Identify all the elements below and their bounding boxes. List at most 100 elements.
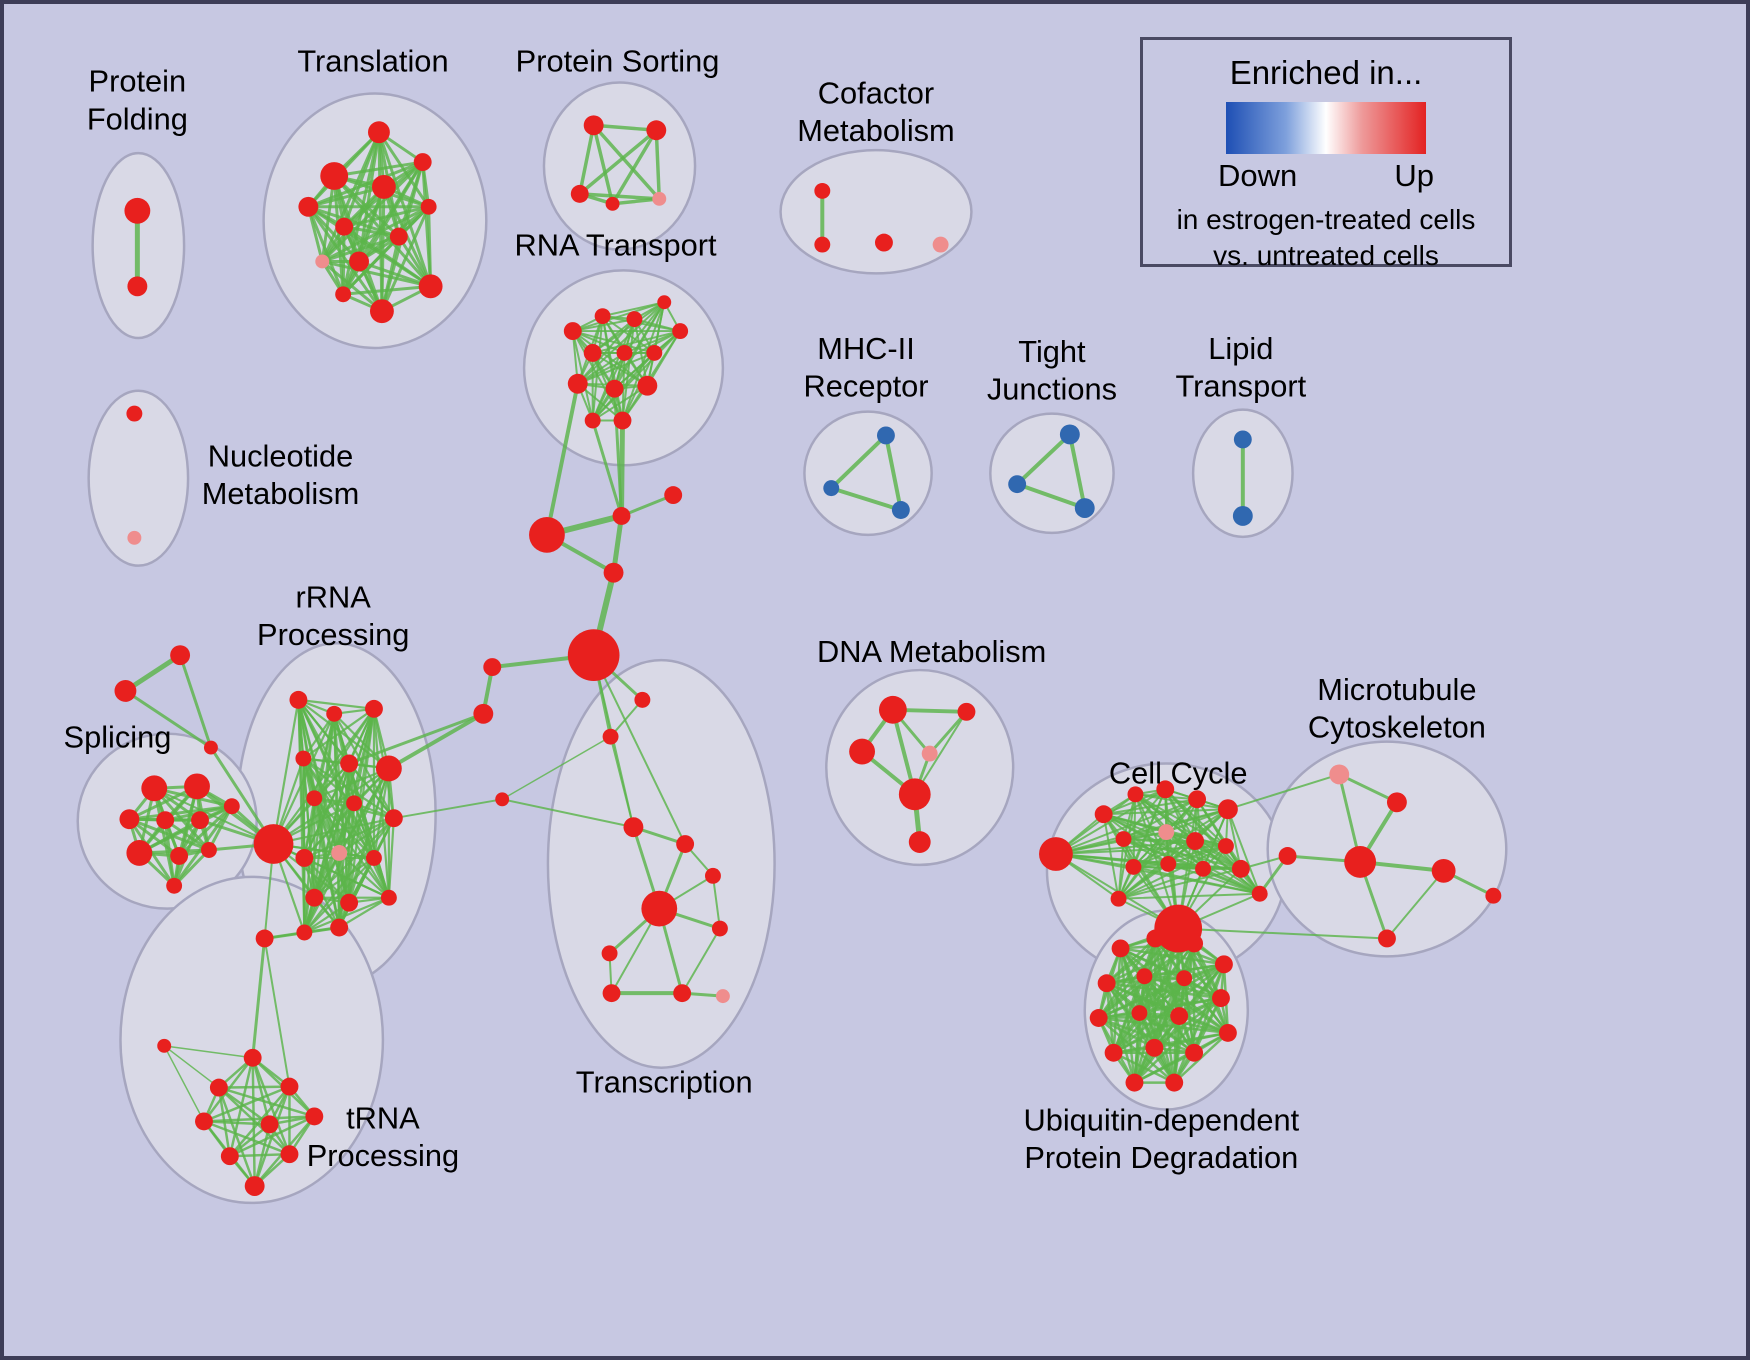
network-node — [170, 645, 191, 666]
network-node — [1094, 805, 1113, 824]
network-node — [583, 343, 602, 362]
network-edge — [610, 128, 659, 206]
network-edge — [591, 330, 682, 354]
network-node — [340, 893, 359, 912]
network-node — [814, 182, 831, 199]
network-edge — [202, 1085, 291, 1123]
network-edge — [217, 1085, 291, 1089]
network-edge — [1122, 838, 1227, 848]
network-edge — [544, 381, 580, 537]
network-node — [418, 274, 443, 299]
network-edge — [263, 937, 291, 1088]
network-node — [1186, 832, 1205, 850]
network-node — [664, 486, 683, 505]
network-node — [298, 196, 319, 217]
network-edge — [591, 419, 623, 518]
network-edge — [591, 315, 604, 422]
network-node — [166, 877, 183, 894]
network-edge — [251, 936, 267, 1060]
cluster-label-dna-metabolism: DNA Metabolism — [817, 634, 1046, 669]
network-edge — [621, 301, 666, 422]
network-edge — [623, 330, 682, 354]
network-node — [584, 412, 601, 429]
network-node — [420, 198, 437, 215]
network-edge — [1122, 788, 1167, 841]
network-node — [616, 344, 633, 361]
network-edge — [1122, 838, 1242, 870]
network-node — [305, 888, 324, 907]
network-edge — [272, 698, 300, 846]
network-node — [320, 162, 349, 190]
network-edge — [313, 856, 376, 899]
network-edge — [592, 654, 687, 846]
network-edge — [1226, 808, 1242, 870]
network-edge — [320, 205, 431, 263]
network-node — [602, 984, 621, 1003]
legend-gradient-bar — [1226, 102, 1426, 154]
network-node — [141, 775, 168, 802]
network-edge — [501, 735, 612, 801]
network-node — [413, 153, 432, 172]
network-node — [209, 1078, 228, 1097]
network-edge — [178, 653, 213, 750]
network-edge — [320, 235, 401, 263]
network-node — [705, 867, 721, 884]
legend-subtitle-line1: in estrogen-treated cells — [1176, 204, 1476, 235]
network-node — [124, 197, 151, 224]
network-edge — [313, 707, 376, 800]
network-node — [676, 835, 695, 853]
network-edge — [1153, 1031, 1230, 1050]
network-node — [623, 817, 644, 838]
network-edge — [883, 433, 903, 512]
network-edge — [127, 817, 181, 858]
cluster-label-splicing: Splicing — [64, 720, 172, 755]
network-node — [1217, 838, 1234, 854]
network-edge — [380, 185, 386, 313]
network-node — [583, 115, 604, 136]
network-edge — [127, 817, 211, 852]
network-edge — [303, 856, 390, 899]
network-node — [389, 227, 408, 246]
network-node — [349, 251, 369, 272]
network-node — [1089, 1009, 1108, 1027]
network-edge — [123, 689, 213, 750]
network-node — [715, 989, 730, 1004]
network-edge — [610, 197, 662, 206]
network-edge — [320, 259, 433, 288]
network-node — [280, 1145, 299, 1164]
network-edge — [341, 160, 425, 296]
network-node — [563, 322, 582, 341]
network-node — [170, 847, 189, 865]
network-node — [601, 945, 618, 962]
cluster-label-cell-cycle: Cell Cycle — [1109, 755, 1248, 790]
network-edge — [228, 1152, 291, 1158]
network-edge — [392, 798, 504, 820]
network-node — [878, 695, 907, 724]
network-node — [306, 790, 323, 807]
network-node — [921, 745, 938, 762]
cluster-mhc-ii-receptor — [803, 410, 933, 537]
network-node — [1251, 885, 1268, 902]
network-edge — [302, 707, 376, 760]
network-node — [876, 426, 895, 445]
network-node — [567, 373, 588, 394]
network-edge — [1177, 927, 1388, 940]
legend-up-label: Up — [1394, 158, 1434, 193]
network-edge — [591, 123, 662, 201]
network-edge — [1192, 942, 1230, 1035]
network-node — [1074, 498, 1095, 518]
network-node — [315, 254, 330, 269]
network-node — [908, 831, 931, 853]
network-node — [119, 809, 140, 830]
network-node — [335, 286, 352, 303]
network-edge — [272, 767, 390, 846]
network-edge — [1138, 996, 1223, 1015]
network-node — [1160, 855, 1177, 872]
network-node — [243, 1048, 262, 1067]
network-edge — [163, 1045, 254, 1059]
cluster-label-transcription: Transcription — [576, 1065, 753, 1100]
network-edge — [306, 185, 386, 209]
